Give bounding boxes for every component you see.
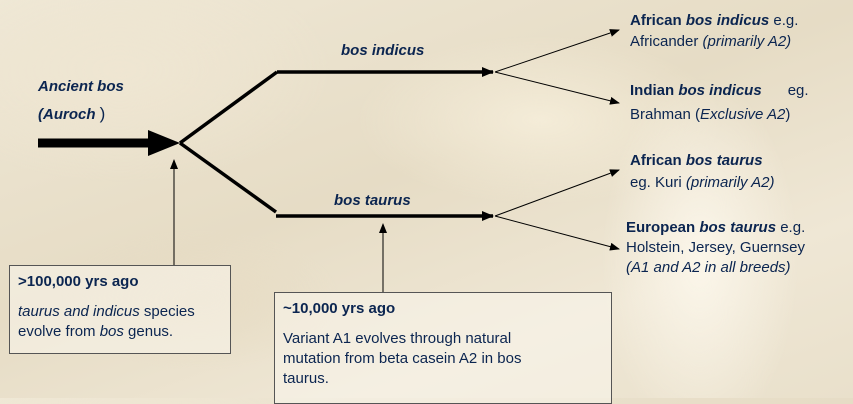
- fan-arrow-african-indicus: [495, 30, 619, 72]
- branch-label-taurus: bos taurus: [334, 190, 411, 212]
- leaf-note: (primarily A2): [686, 174, 775, 191]
- leaf-indian-indicus-title: Indian bos indicus eg.: [630, 80, 809, 102]
- branch-label-indicus: bos indicus: [341, 40, 424, 62]
- leaf-european-taurus-note: (A1 and A2 in all breeds): [626, 257, 791, 279]
- leaf-species: bos taurus: [686, 152, 763, 169]
- leaf-prefix: African: [630, 152, 686, 169]
- leaf-suffix: eg.: [788, 82, 809, 99]
- leaf-suffix: e.g.: [769, 12, 798, 29]
- timeline-box-recent-heading: ~10,000 yrs ago: [283, 299, 603, 319]
- leaf-species: bos indicus: [686, 12, 769, 29]
- leaf-african-indicus-title: African bos indicus e.g.: [630, 10, 798, 32]
- timeline-box-ancient: >100,000 yrs ago taurus and indicus spec…: [9, 265, 231, 354]
- leaf-note: Exclusive A2: [700, 106, 785, 123]
- leaf-species: bos indicus: [678, 82, 761, 99]
- branch-line-indicus: [180, 72, 277, 143]
- leaf-species: bos taurus: [699, 219, 776, 236]
- leaf-european-taurus-title: European bos taurus e.g.: [626, 217, 805, 239]
- fan-arrow-african-taurus: [495, 170, 619, 216]
- leaf-prefix: African: [630, 12, 686, 29]
- leaf-prefix: European: [626, 219, 699, 236]
- leaf-breed: Brahman (: [630, 106, 700, 123]
- root-label-line2: (Auroch ): [38, 103, 105, 126]
- body-italic-2: bos: [100, 323, 124, 340]
- main-arrow: [38, 130, 180, 156]
- leaf-african-taurus-title: African bos taurus: [630, 150, 763, 172]
- leaf-indian-indicus-detail: Brahman (Exclusive A2): [630, 104, 790, 126]
- leaf-close: ): [785, 106, 790, 123]
- leaf-african-indicus-detail: Africander (primarily A2): [630, 31, 791, 53]
- root-label-line1: Ancient bos: [38, 76, 124, 98]
- root-label-auroch: (Auroch: [38, 106, 96, 123]
- timeline-box-ancient-heading: >100,000 yrs ago: [18, 272, 222, 292]
- leaf-breed: Africander: [630, 33, 698, 50]
- timeline-box-recent: ~10,000 yrs ago Variant A1 evolves throu…: [274, 292, 612, 404]
- timeline-box-ancient-body: taurus and indicus species evolve from b…: [18, 302, 222, 342]
- leaf-african-taurus-detail: eg. Kuri (primarily A2): [630, 172, 775, 194]
- body-text-2: genus.: [124, 323, 173, 340]
- root-label-paren: ): [100, 104, 106, 123]
- body-italic-1: taurus and indicus: [18, 303, 140, 320]
- leaf-note: (primarily A2): [703, 33, 792, 50]
- fan-arrow-european-taurus: [495, 216, 619, 249]
- branch-line-taurus: [180, 143, 276, 212]
- leaf-suffix: e.g.: [776, 219, 805, 236]
- timeline-box-recent-body: Variant A1 evolves through natural mutat…: [283, 329, 533, 389]
- fan-arrow-indian-indicus: [495, 72, 619, 103]
- leaf-breed: eg. Kuri: [630, 174, 686, 191]
- leaf-european-taurus-breeds: Holstein, Jersey, Guernsey: [626, 237, 805, 259]
- leaf-prefix: Indian: [630, 82, 678, 99]
